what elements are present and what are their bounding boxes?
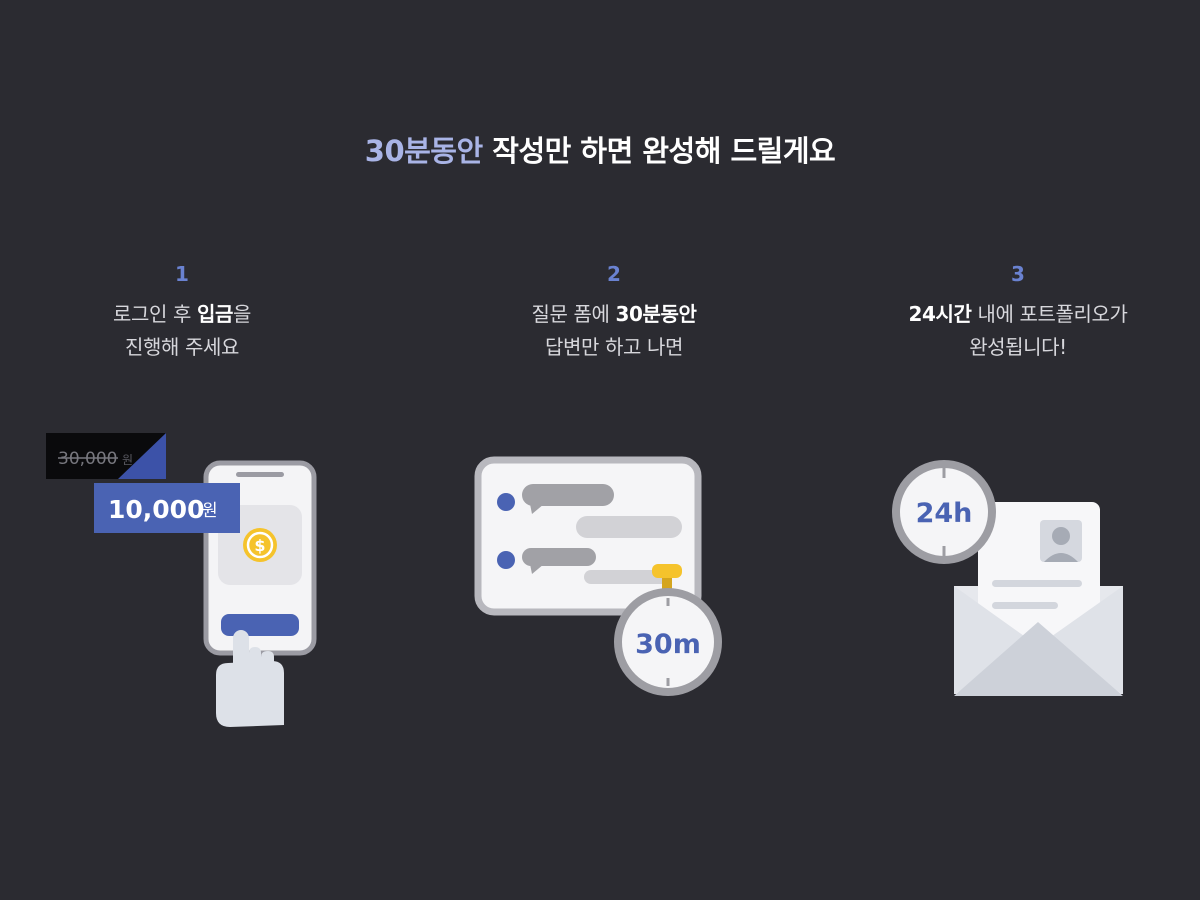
headline-highlight: 30분동안 [364, 134, 483, 168]
step-2-number: 2 [607, 262, 621, 286]
step-2-text-bold: 30분동안 [615, 302, 697, 326]
sale-price-unit: 원 [202, 501, 218, 521]
step-1-text-line2: 진행해 주세요 [125, 335, 239, 359]
page-headline: 30분동안 작성만 하면 완성해 드릴게요 [0, 128, 1200, 170]
step-1: 1 로그인 후 입금을 진행해 주세요 [0, 262, 382, 364]
payment-illustration: $ 30,000 원 10,000 원 [46, 433, 317, 727]
step-1-text-bold: 입금 [196, 302, 233, 326]
pointing-hand-icon [216, 630, 284, 727]
svg-text:$: $ [254, 536, 265, 555]
step-2-description: 질문 폼에 30분동안 답변만 하고 나면 [414, 298, 814, 364]
portfolio-illustration: 24h [892, 460, 1123, 696]
step-3-description: 24시간 내에 포트폴리오가 완성됩니다! [818, 298, 1200, 364]
step-3-text-bold: 24시간 [908, 302, 972, 326]
clock-label: 24h [916, 498, 973, 529]
dollar-coin-icon: $ [243, 528, 277, 562]
original-price: 30,000 [58, 449, 117, 469]
step-1-text-post: 을 [232, 302, 251, 326]
step-2: 2 질문 폼에 30분동안 답변만 하고 나면 [414, 262, 814, 364]
step-1-description: 로그인 후 입금을 진행해 주세요 [0, 298, 382, 364]
original-price-unit: 원 [122, 453, 133, 467]
chat-bubble-icon [497, 484, 682, 584]
step-3-text-post: 내에 포트폴리오가 [971, 302, 1128, 326]
chat-timer-illustration: 30m [474, 456, 722, 696]
step-3-text-line2: 완성됩니다! [969, 335, 1067, 359]
step-1-number: 1 [175, 262, 189, 286]
step-2-text-line2: 답변만 하고 나면 [545, 335, 683, 359]
stopwatch-icon: 30m [614, 564, 722, 696]
price-tag: 30,000 원 10,000 원 [46, 433, 240, 533]
step-1-text-pre: 로그인 후 [113, 302, 197, 326]
headline-rest: 작성만 하면 완성해 드릴게요 [482, 134, 836, 168]
step-3: 3 24시간 내에 포트폴리오가 완성됩니다! [818, 262, 1200, 364]
timer-label: 30m [635, 629, 701, 660]
step-3-number: 3 [1011, 262, 1025, 286]
step-2-text-pre: 질문 폼에 [531, 302, 616, 326]
sale-price: 10,000 [108, 495, 204, 524]
profile-avatar-icon [1040, 520, 1082, 562]
clock-icon: 24h [892, 460, 996, 564]
